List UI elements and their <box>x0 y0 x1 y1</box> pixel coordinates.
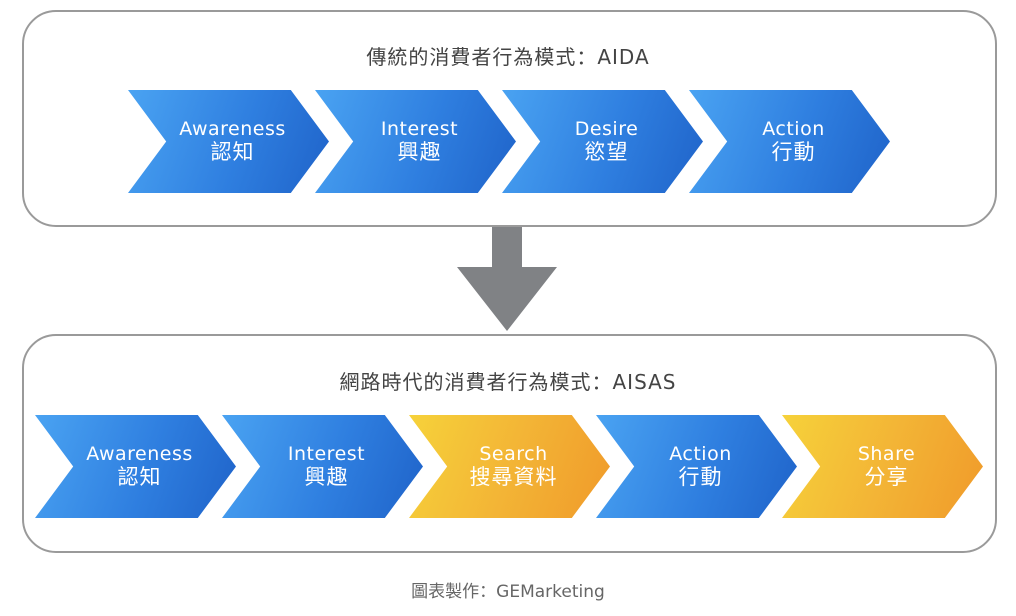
aisas-step-awareness-en: Awareness <box>86 442 193 465</box>
aida-step-interest-en: Interest <box>380 117 459 140</box>
aida-step-desire-en: Desire <box>574 117 639 140</box>
aisas-step-share: Share 分享 <box>782 415 983 518</box>
aisas-step-search-en: Search <box>479 442 548 465</box>
aida-title: 傳統的消費者行為模式：AIDA <box>366 45 650 69</box>
aida-step-awareness-en: Awareness <box>179 117 286 140</box>
aida-step-action: Action 行動 <box>689 90 890 193</box>
aida-step-interest-zh: 興趣 <box>397 140 442 165</box>
aisas-step-interest-en: Interest <box>287 442 366 465</box>
aisas-step-action-zh: 行動 <box>678 465 723 490</box>
aida-step-awareness-zh: 認知 <box>210 140 255 165</box>
aida-step-action-en: Action <box>762 117 825 140</box>
aisas-step-interest-zh: 興趣 <box>304 465 349 490</box>
aisas-step-search-zh: 搜尋資料 <box>469 465 558 490</box>
aisas-step-search: Search 搜尋資料 <box>409 415 610 518</box>
aisas-step-share-zh: 分享 <box>864 465 909 490</box>
aisas-step-share-en: Share <box>857 442 916 465</box>
aisas-step-action-en: Action <box>669 442 732 465</box>
aida-step-action-zh: 行動 <box>771 140 816 165</box>
credit-text: 圖表製作：GEMarketing <box>411 582 605 602</box>
down-arrow-icon <box>457 227 557 331</box>
aisas-title: 網路時代的消費者行為模式：AISAS <box>339 370 677 394</box>
aida-step-desire-zh: 慾望 <box>584 140 629 165</box>
aisas-step-awareness-zh: 認知 <box>117 465 162 490</box>
